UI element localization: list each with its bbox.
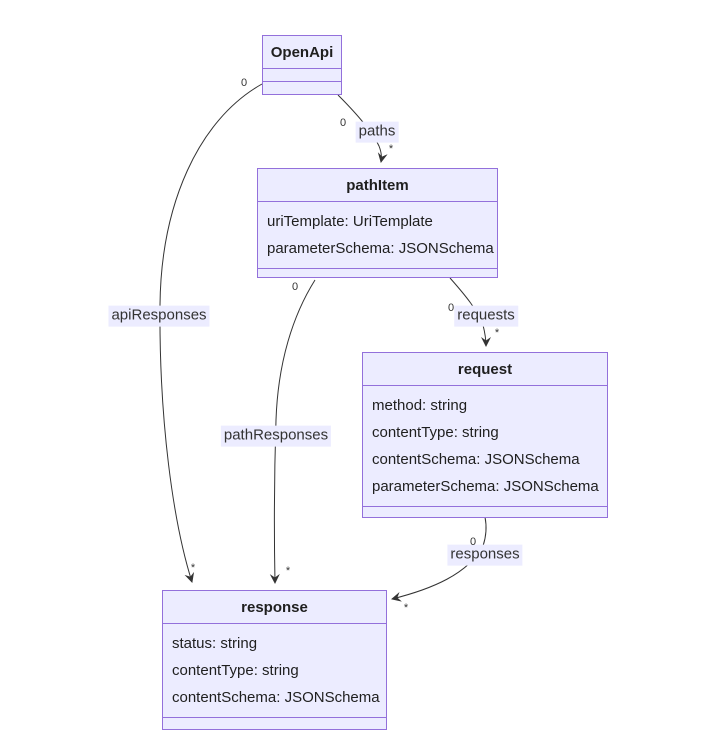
cardinality-apiresponses-target: * xyxy=(190,562,196,574)
cardinality-pathresponses-source: 0 xyxy=(291,281,299,293)
cardinality-paths-source: 0 xyxy=(339,117,347,129)
class-pathitem-title: pathItem xyxy=(258,169,497,202)
edge-label-pathresponses: pathResponses xyxy=(220,425,332,447)
cardinality-responses-source: 0 xyxy=(469,536,477,548)
edge-apiresponses xyxy=(159,83,263,583)
class-openapi: OpenApi xyxy=(262,35,342,95)
cardinality-responses-target: * xyxy=(403,602,409,614)
class-pathitem: pathItem uriTemplate: UriTemplate parame… xyxy=(257,168,498,278)
class-pathitem-methods xyxy=(258,269,497,277)
cardinality-requests-target: * xyxy=(494,327,500,339)
cardinality-pathresponses-target: * xyxy=(285,565,291,577)
class-request-methods xyxy=(363,507,607,517)
class-attribute: contentSchema: JSONSchema xyxy=(372,451,580,468)
class-openapi-methods xyxy=(263,82,341,94)
class-request-attributes: method: string contentType: string conte… xyxy=(363,386,607,507)
edge-label-apiresponses: apiResponses xyxy=(108,305,210,327)
class-attribute: parameterSchema: JSONSchema xyxy=(372,478,599,495)
class-attribute: method: string xyxy=(372,397,468,414)
class-attribute: contentType: string xyxy=(372,424,499,441)
class-openapi-attributes xyxy=(263,69,341,82)
cardinality-apiresponses-source: 0 xyxy=(240,77,248,89)
cardinality-paths-target: * xyxy=(388,143,394,155)
edge-label-paths: paths xyxy=(355,121,399,143)
class-attribute: uriTemplate: UriTemplate xyxy=(267,213,433,230)
class-attribute: parameterSchema: JSONSchema xyxy=(267,240,494,257)
edge-label-requests: requests xyxy=(454,305,518,327)
class-attribute: contentType: string xyxy=(172,662,299,679)
class-attribute: contentSchema: JSONSchema xyxy=(172,689,380,706)
class-request: request method: string contentType: stri… xyxy=(362,352,608,518)
cardinality-requests-source: 0 xyxy=(447,302,455,314)
edge-label-responses: responses xyxy=(447,544,523,566)
class-response-attributes: status: string contentType: string conte… xyxy=(163,624,386,718)
class-response-methods xyxy=(163,718,386,729)
class-attribute: status: string xyxy=(172,635,258,652)
class-openapi-title: OpenApi xyxy=(263,36,341,69)
class-response: response status: string contentType: str… xyxy=(162,590,387,730)
class-response-title: response xyxy=(163,591,386,624)
class-request-title: request xyxy=(363,353,607,386)
class-pathitem-attributes: uriTemplate: UriTemplate parameterSchema… xyxy=(258,202,497,269)
